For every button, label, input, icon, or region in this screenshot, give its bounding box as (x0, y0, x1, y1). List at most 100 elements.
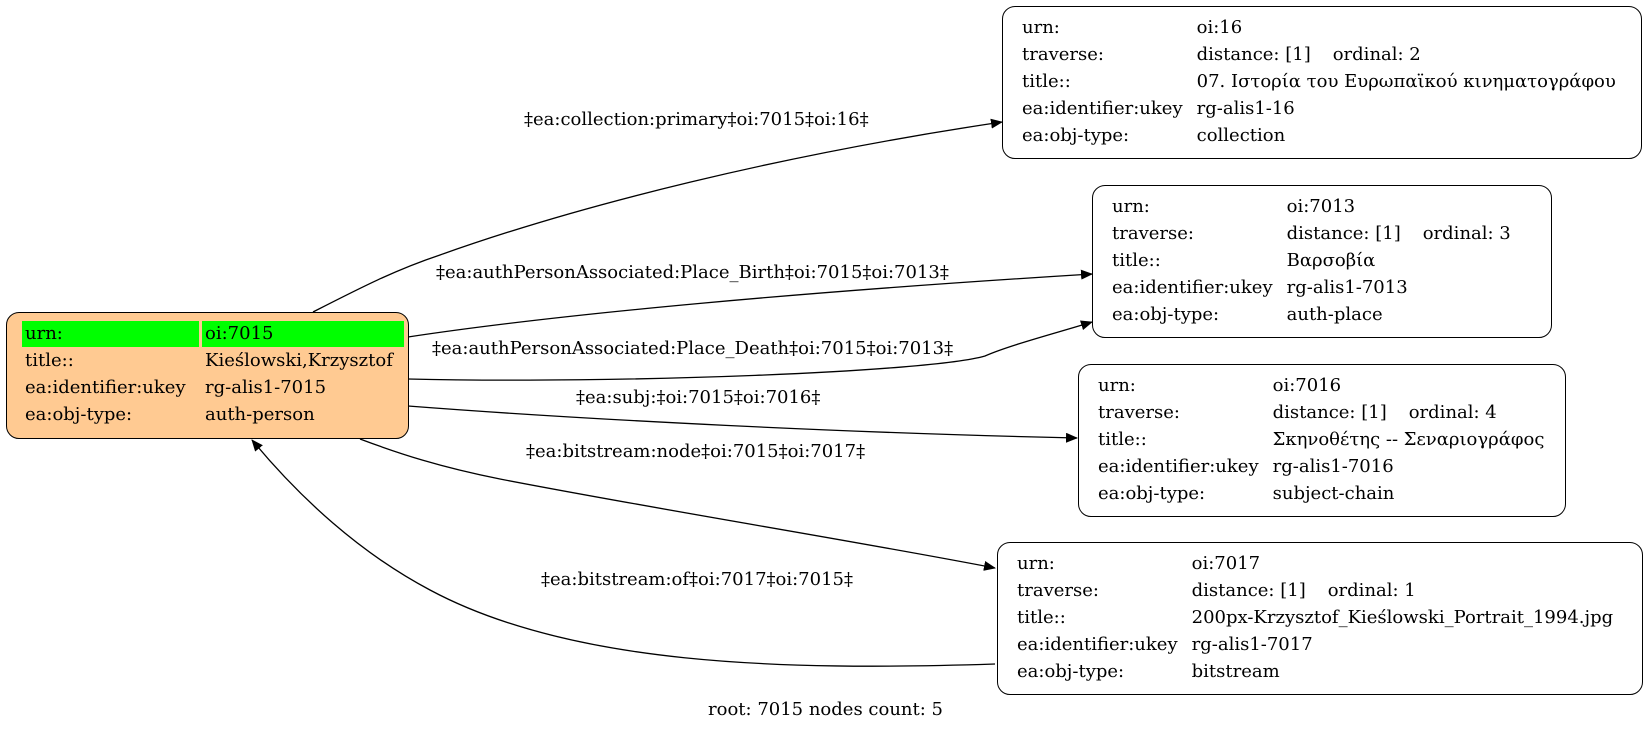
row-key: traverse: (1022, 44, 1104, 65)
row-value: oi:7016 (1272, 375, 1342, 396)
node-row-ukey: ea:identifier:ukey rg-alis1-7016 (1095, 454, 1547, 480)
row-value: rg-alis1-7017 (1191, 634, 1313, 655)
node-row-title: title::200px-Krzysztof_Kieślowski_Portra… (1014, 605, 1616, 631)
row-key: traverse: (1017, 580, 1099, 601)
edge-label-subj: ‡ea:subj:‡oi:7015‡oi:7016‡ (576, 387, 821, 408)
row-key: ea:identifier:ukey (1112, 277, 1273, 298)
edge-label-bitstream-of: ‡ea:bitstream:of‡oi:7017‡oi:7015‡ (541, 569, 853, 590)
node-row-ukey: ea:identifier:ukey rg-alis1-7017 (1014, 632, 1616, 658)
row-value: Βαρσοβία (1286, 250, 1376, 271)
node-row-urn: urn: oi:7016 (1095, 373, 1547, 399)
row-key: ea:obj-type: (1022, 125, 1130, 146)
traverse-distance: distance: [1] (1286, 223, 1401, 244)
row-value: oi:7015 (202, 321, 404, 347)
row-value: auth-place (1286, 304, 1383, 325)
row-value: auth-person (205, 404, 315, 425)
edge-collection-primary (312, 118, 1003, 313)
row-key: title:: (1017, 607, 1066, 628)
node-row-title: title::Σκηνοθέτης -- Σεναριογράφος (1095, 427, 1547, 453)
node-row-obj-type: ea:obj-type: auth-place (1109, 302, 1514, 328)
row-value: 07. Ιστορία του Ευρωπαϊκού κινηματογράφο… (1196, 71, 1616, 92)
row-value: rg-alis1-7015 (205, 377, 327, 398)
row-key: ea:obj-type: (1098, 483, 1206, 504)
traverse-ordinal: ordinal: 4 (1408, 402, 1497, 423)
row-value: distance: [1] ordinal: 3 (1284, 221, 1514, 247)
row-value: subject-chain (1272, 483, 1395, 504)
node-oi-16[interactable]: urn: oi:16 traverse: distance: [1] ordinal:… (1002, 6, 1642, 159)
row-key: urn: (1112, 196, 1150, 217)
row-key: ea:identifier:ukey (1017, 634, 1178, 655)
row-value: distance: [1] ordinal: 2 (1194, 42, 1619, 68)
row-key: traverse: (1098, 402, 1180, 423)
row-value: rg-alis1-7016 (1272, 456, 1394, 477)
row-key: ea:identifier:ukey (25, 377, 186, 398)
row-value: rg-alis1-16 (1196, 98, 1295, 119)
node-row-obj-type: ea:obj-type: collection (1019, 123, 1619, 149)
node-table: urn:oi:7017 traverse: distance: [1] ordina… (1011, 550, 1619, 686)
node-row-urn: urn: oi:16 (1019, 15, 1619, 41)
row-value: oi:16 (1196, 17, 1243, 38)
node-table: urn:oi:7013 traverse: distance: [1] ordina… (1106, 193, 1517, 329)
node-oi-7016[interactable]: urn: oi:7016 traverse: distance: [1] ordina… (1078, 364, 1566, 517)
row-key: title:: (1022, 71, 1071, 92)
row-value: rg-alis1-7013 (1286, 277, 1408, 298)
node-row-traverse: traverse: distance: [1] ordinal: 4 (1095, 400, 1547, 426)
edge-label-bitstream-node: ‡ea:bitstream:node‡oi:7015‡oi:7017‡ (526, 441, 866, 462)
root-row-ukey: ea:identifier:ukey rg-alis1-7015 (22, 375, 404, 401)
node-oi-7017[interactable]: urn:oi:7017 traverse: distance: [1] ordina… (997, 542, 1643, 695)
root-row-urn: urn: oi:7015 (22, 321, 404, 347)
row-value: collection (1196, 125, 1286, 146)
row-key: urn: (1022, 17, 1060, 38)
root-node-table: urn: oi:7015 title:: Kieślowski,Krzyszto… (19, 320, 407, 429)
row-key: ea:obj-type: (1112, 304, 1220, 325)
node-table: urn: oi:16 traverse: distance: [1] ordinal:… (1016, 14, 1622, 150)
row-key: title:: (1098, 429, 1147, 450)
edge-label-place-death: ‡ea:authPersonAssociated:Place_Death‡oi:… (432, 338, 954, 359)
row-value: distance: [1] ordinal: 4 (1270, 400, 1548, 426)
traverse-ordinal: ordinal: 2 (1332, 44, 1421, 65)
node-row-title: title::07. Ιστορία του Ευρωπαϊκού κινημα… (1019, 69, 1619, 95)
edge-place-death (407, 320, 1093, 381)
traverse-ordinal: ordinal: 3 (1422, 223, 1511, 244)
edge-bitstream-node (359, 438, 996, 571)
edge-label-collection-primary: ‡ea:collection:primary‡oi:7015‡oi:16‡ (524, 109, 869, 130)
traverse-ordinal: ordinal: 1 (1327, 580, 1416, 601)
node-row-obj-type: ea:obj-type: subject-chain (1095, 481, 1547, 507)
node-row-urn: urn:oi:7013 (1109, 194, 1514, 220)
graph-footer: root: 7015 nodes count: 5 (708, 699, 943, 720)
node-row-title: title::Βαρσοβία (1109, 248, 1514, 274)
row-value: Kieślowski,Krzysztof (205, 350, 393, 371)
node-row-traverse: traverse: distance: [1] ordinal: 3 (1109, 221, 1514, 247)
row-key: title:: (1112, 250, 1161, 271)
row-value: bitstream (1191, 661, 1280, 682)
root-node[interactable]: urn: oi:7015 title:: Kieślowski,Krzyszto… (6, 312, 409, 439)
row-key: ea:identifier:ukey (1098, 456, 1259, 477)
node-table: urn: oi:7016 traverse: distance: [1] ordina… (1092, 372, 1550, 508)
node-row-traverse: traverse: distance: [1] ordinal: 1 (1014, 578, 1616, 604)
row-value: 200px-Krzysztof_Kieślowski_Portrait_1994… (1191, 607, 1614, 628)
traverse-distance: distance: [1] (1196, 44, 1311, 65)
row-value: oi:7017 (1191, 553, 1261, 574)
root-row-title: title:: Kieślowski,Krzysztof (22, 348, 404, 374)
node-oi-7013[interactable]: urn:oi:7013 traverse: distance: [1] ordina… (1092, 185, 1552, 338)
node-row-obj-type: ea:obj-type:bitstream (1014, 659, 1616, 685)
row-key: ea:identifier:ukey (1022, 98, 1183, 119)
row-key: title:: (25, 350, 74, 371)
node-row-ukey: ea:identifier:ukey rg-alis1-16 (1019, 96, 1619, 122)
edge-subj (407, 405, 1078, 443)
row-key: ea:obj-type: (25, 404, 133, 425)
node-row-urn: urn:oi:7017 (1014, 551, 1616, 577)
traverse-distance: distance: [1] (1191, 580, 1306, 601)
row-key: traverse: (1112, 223, 1194, 244)
edge-label-place-birth: ‡ea:authPersonAssociated:Place_Birth‡oi:… (436, 262, 949, 283)
edge-place-birth (407, 269, 1093, 338)
row-key: urn: (1098, 375, 1136, 396)
row-key: urn: (22, 321, 199, 347)
root-row-obj-type: ea:obj-type: auth-person (22, 402, 404, 428)
node-row-ukey: ea:identifier:ukey rg-alis1-7013 (1109, 275, 1514, 301)
row-value: Σκηνοθέτης -- Σεναριογράφος (1272, 429, 1545, 450)
node-row-traverse: traverse: distance: [1] ordinal: 2 (1019, 42, 1619, 68)
traverse-distance: distance: [1] (1272, 402, 1387, 423)
row-value: distance: [1] ordinal: 1 (1189, 578, 1617, 604)
